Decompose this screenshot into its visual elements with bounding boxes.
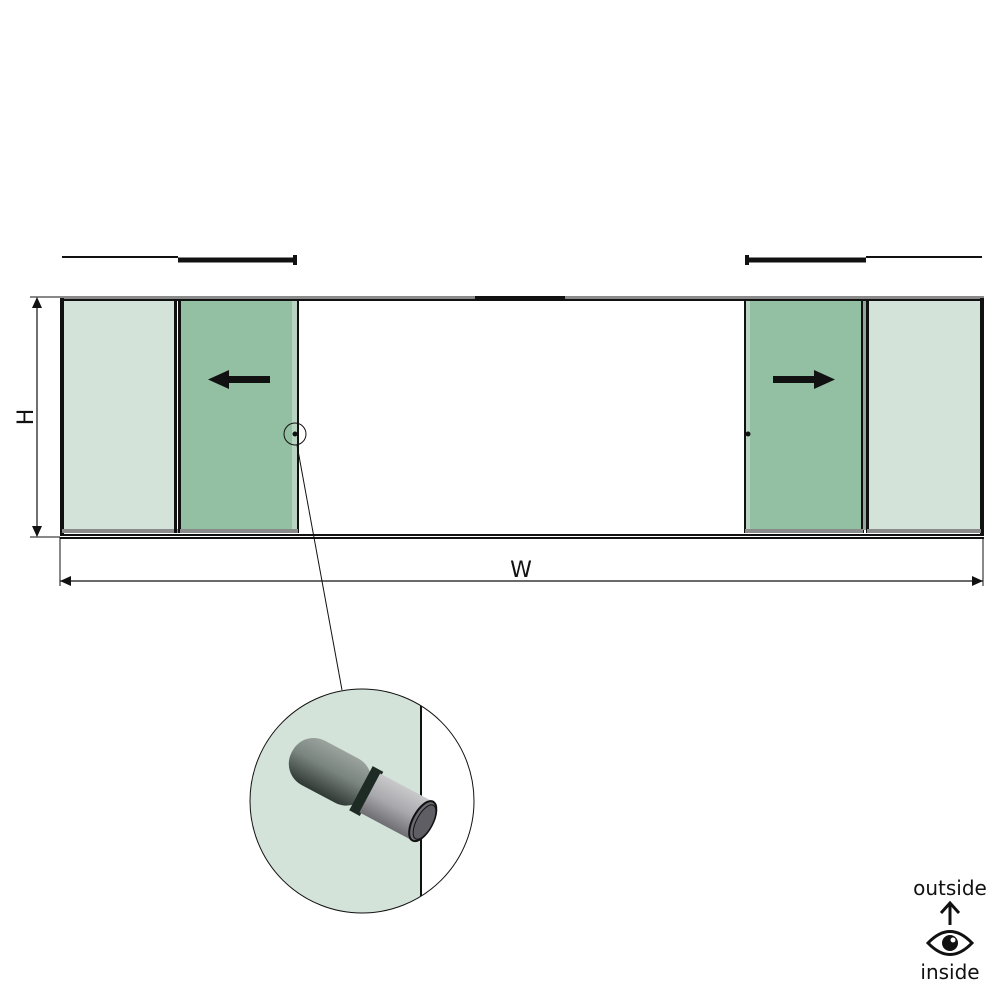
plan-view-left [62,255,297,265]
width-label: W [510,558,532,583]
plan-view-right [745,255,982,265]
eye-icon [925,930,975,956]
height-dimension: H [14,296,60,538]
door-frame [60,296,984,539]
fixed-panel-right [866,298,984,534]
detail-leader-line [296,444,343,691]
up-arrow-icon [939,900,961,925]
width-dimension: W [59,537,984,586]
sliding-panel-right [744,301,867,533]
height-label: H [14,409,39,426]
outside-label: outside [913,876,987,900]
slide-right-arrow-icon [773,370,835,389]
handle-detail-view [249,688,475,914]
orientation-legend: outside inside [900,876,1000,984]
detail-callout-circle [283,422,307,446]
inside-label: inside [920,960,980,984]
fixed-panel-left [60,298,178,534]
slide-left-arrow-icon [208,370,270,389]
sliding-panel-left [178,301,307,533]
handle-knob-icon [288,737,438,843]
